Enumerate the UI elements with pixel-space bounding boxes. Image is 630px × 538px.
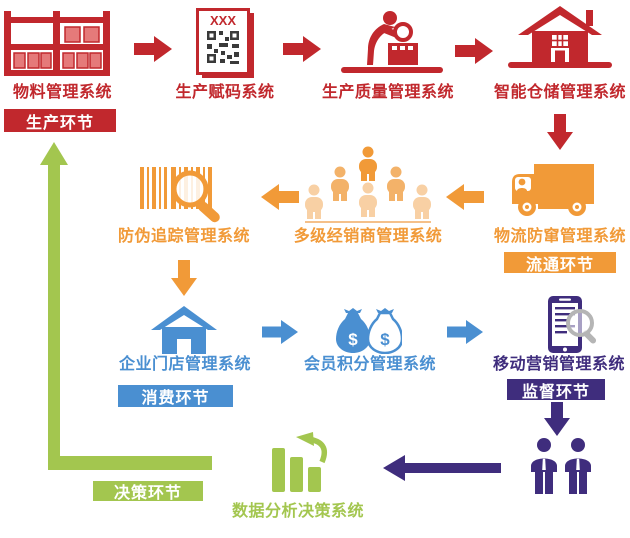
system-label-warehouse: 智能仓储管理系统 [493,84,626,101]
qr-code-text: XXX [210,13,236,28]
arrow-right-quality-to-warehouse-icon [455,38,493,64]
arrow-down-mobile-to-consumers-icon [544,402,570,436]
businessmen-icon [531,438,591,494]
stage-badge-production: 生产环节 [4,109,116,132]
stage-badge-supervision: 监督环节 [507,379,605,401]
arrow-right-store-to-membership-icon [262,320,298,344]
distributor-pyramid-icon [305,146,431,223]
arrow-right-coding-to-quality-icon [283,36,321,62]
currency-symbol-right: $ [380,330,390,349]
arrow-left-logistics-to-distributor-icon [446,184,484,210]
arrow-left-distributor-to-anticounterfeit-icon [261,184,299,210]
arrow-up-feedback-analytics-to-production-icon [40,142,212,470]
system-label-store: 企业门店管理系统 [118,356,251,373]
system-label-quality: 生产质量管理系统 [322,84,455,101]
system-label-anti-counterfeit: 防伪追踪管理系统 [117,228,250,245]
system-label-material: 物料管理系统 [12,84,112,101]
arrow-down-warehouse-to-logistics-icon [547,114,573,150]
stage-badge-consumption: 消费环节 [118,385,233,407]
delivery-truck-icon [512,164,594,216]
arrow-left-consumers-to-analytics-icon [383,455,501,481]
warehouse-icon [508,6,612,68]
system-label-logistics: 物流防窜管理系统 [493,228,626,245]
arrow-right-membership-to-mobile-icon [447,320,483,344]
phone-magnifier-icon [548,296,597,353]
currency-symbol-left: $ [348,330,358,349]
system-label-membership: 会员积分管理系统 [303,356,436,373]
arrow-down-anticounterfeit-to-store-icon [171,260,197,296]
store-house-icon [151,306,217,354]
stage-badge-decision: 决策环节 [93,481,203,502]
barcode-magnifier-icon [140,167,220,223]
money-bags-icon: $ $ [336,308,402,354]
system-label-mobile-marketing: 移动营销管理系统 [492,356,625,373]
system-label-distributor: 多级经销商管理系统 [293,228,443,245]
quality-inspector-icon [341,11,443,73]
qr-code-paper-icon: XXX [196,8,254,78]
arrow-right-material-to-coding-icon [134,36,172,62]
shelf-rack-icon [4,11,110,76]
analytics-bar-chart-icon [272,432,328,492]
system-label-analytics: 数据分析决策系统 [231,503,364,520]
system-label-coding: 生产赋码系统 [175,84,275,101]
stage-badge-circulation: 流通环节 [504,252,616,274]
